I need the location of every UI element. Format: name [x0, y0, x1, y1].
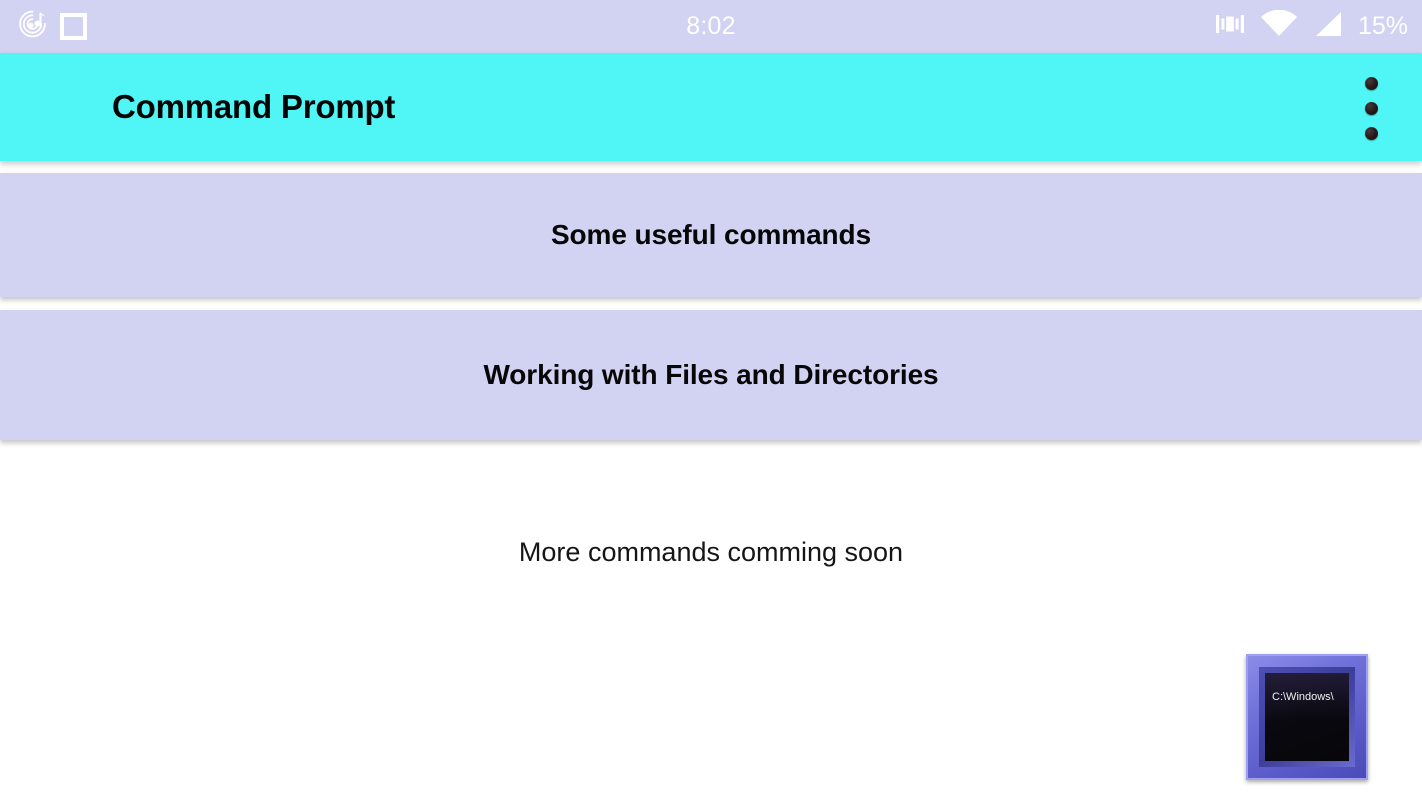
- command-category-list: Some useful commands Working with Files …: [0, 161, 1422, 453]
- status-bar-left-icons: [18, 9, 87, 44]
- status-bar-clock: 8:02: [0, 12, 1422, 41]
- list-item[interactable]: Some useful commands: [0, 173, 1422, 297]
- wifi-icon: [1260, 9, 1298, 43]
- signal-icon: [1312, 10, 1344, 43]
- overflow-dot-icon: [1365, 102, 1378, 115]
- command-prompt-icon: C:\Windows\: [1246, 654, 1368, 780]
- page-title: Command Prompt: [112, 88, 396, 125]
- cmd-icon-bezel: C:\Windows\: [1259, 667, 1355, 767]
- cmd-icon-screen: C:\Windows\: [1265, 673, 1349, 761]
- cmd-icon-screen-glow: [1265, 673, 1349, 719]
- status-bar: 8:02 15%: [0, 0, 1422, 53]
- vibrate-icon: [1214, 11, 1246, 42]
- list-item[interactable]: Working with Files and Directories: [0, 310, 1422, 440]
- more-options-button[interactable]: [1365, 77, 1378, 140]
- battery-percentage: 15%: [1357, 12, 1408, 40]
- overflow-dot-icon: [1365, 127, 1378, 140]
- coming-soon-note: More commands comming soon: [518, 537, 904, 567]
- status-bar-right-icons: 15%: [1214, 9, 1408, 43]
- cmd-icon-path-text: C:\Windows\: [1272, 691, 1334, 703]
- list-item-label: Working with Files and Directories: [483, 359, 939, 390]
- overflow-dot-icon: [1365, 77, 1378, 90]
- clock-time: 8:02: [686, 12, 736, 40]
- music-record-icon: [18, 9, 48, 44]
- list-item-label: Some useful commands: [550, 219, 872, 250]
- app-bar: Command Prompt: [0, 53, 1422, 161]
- square-outline-icon: [60, 13, 87, 40]
